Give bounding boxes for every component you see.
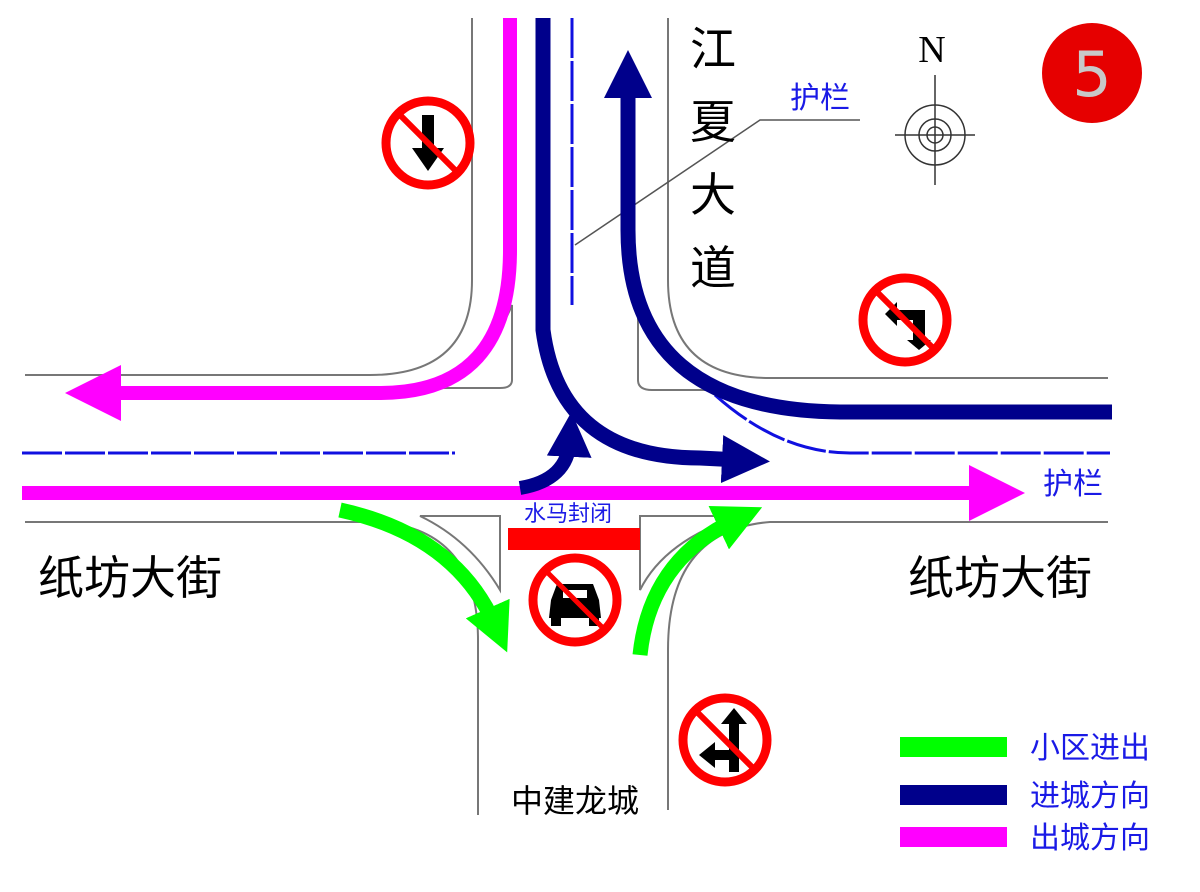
no-straight-left-sign bbox=[678, 693, 772, 787]
community-entry-route bbox=[632, 505, 763, 656]
east-road-label: 纸坊大街 bbox=[908, 551, 1092, 605]
svg-text:夏: 夏 bbox=[690, 95, 736, 149]
legend: 小区进出 进城方向 出城方向 bbox=[900, 731, 1150, 856]
community-exit-route bbox=[338, 502, 510, 653]
guardrails bbox=[22, 18, 1110, 455]
north-label: N bbox=[918, 29, 945, 71]
legend-label-community: 小区进出 bbox=[1030, 731, 1150, 766]
water-barrier bbox=[508, 528, 640, 550]
outbound-route-north-to-west bbox=[65, 18, 517, 421]
no-motor-vehicle-sign bbox=[528, 553, 622, 647]
west-road-label: 纸坊大街 bbox=[38, 551, 222, 605]
legend-swatch-community bbox=[900, 737, 1007, 757]
inbound-route-east-to-north bbox=[603, 50, 1112, 420]
diagram-number-badge: 5 bbox=[1042, 23, 1142, 123]
legend-label-outbound: 出城方向 bbox=[1030, 821, 1150, 856]
legend-label-inbound: 进城方向 bbox=[1030, 779, 1150, 814]
guardrail-label-top: 护栏 bbox=[790, 81, 850, 116]
svg-text:道: 道 bbox=[690, 241, 736, 295]
inbound-route-uturn bbox=[518, 412, 592, 495]
guardrail-leader-line bbox=[574, 119, 860, 246]
svg-text:5: 5 bbox=[1072, 38, 1111, 111]
no-straight-down-sign bbox=[381, 96, 475, 190]
svg-text:大: 大 bbox=[690, 168, 736, 222]
south-road-label: 中建龙城 bbox=[511, 782, 639, 820]
north-compass: N bbox=[895, 29, 975, 185]
legend-swatch-inbound bbox=[900, 785, 1007, 805]
legend-swatch-outbound bbox=[900, 827, 1007, 847]
svg-text:江: 江 bbox=[690, 22, 736, 76]
guardrail-label-right: 护栏 bbox=[1043, 467, 1103, 502]
north-road-label: 江 夏 大 道 bbox=[690, 22, 736, 295]
no-left-turn-sign bbox=[858, 273, 952, 367]
barrier-closed-label: 水马封闭 bbox=[524, 502, 612, 527]
